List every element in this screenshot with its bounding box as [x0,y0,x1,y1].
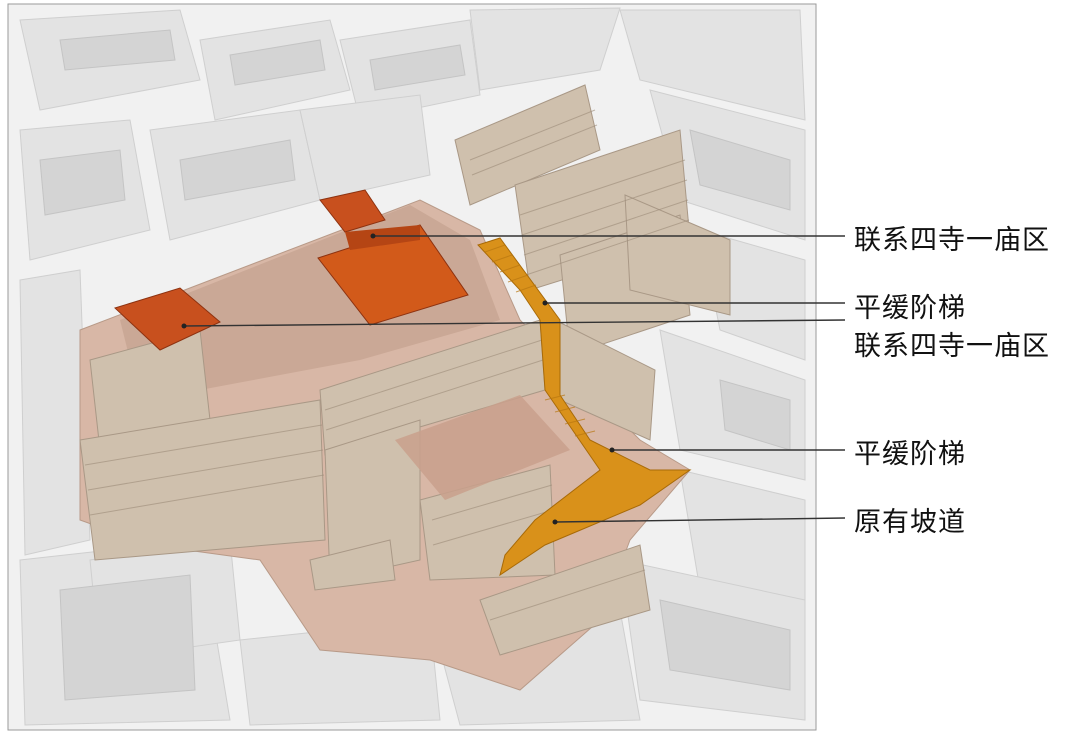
label-temples-link-1: 联系四寺一庙区 [854,225,1050,256]
context-building-roofs [39,29,791,701]
leader-lines [183,235,846,523]
building-facade-lines [84,109,690,621]
leader-line-temples-2 [183,319,846,327]
stairs-and-ramp [477,237,692,577]
leader-dots [181,233,615,525]
leader-line-ramp [554,517,846,523]
label-gentle-stairs-1: 平缓阶梯 [854,293,966,324]
stair-treads [484,244,596,437]
label-original-ramp: 原有坡道 [854,507,966,538]
label-temples-link-2: 联系四寺一庙区 [854,331,1050,362]
temple-areas [114,189,469,351]
courtyard [395,395,570,500]
label-gentle-stairs-2: 平缓阶梯 [854,439,966,470]
